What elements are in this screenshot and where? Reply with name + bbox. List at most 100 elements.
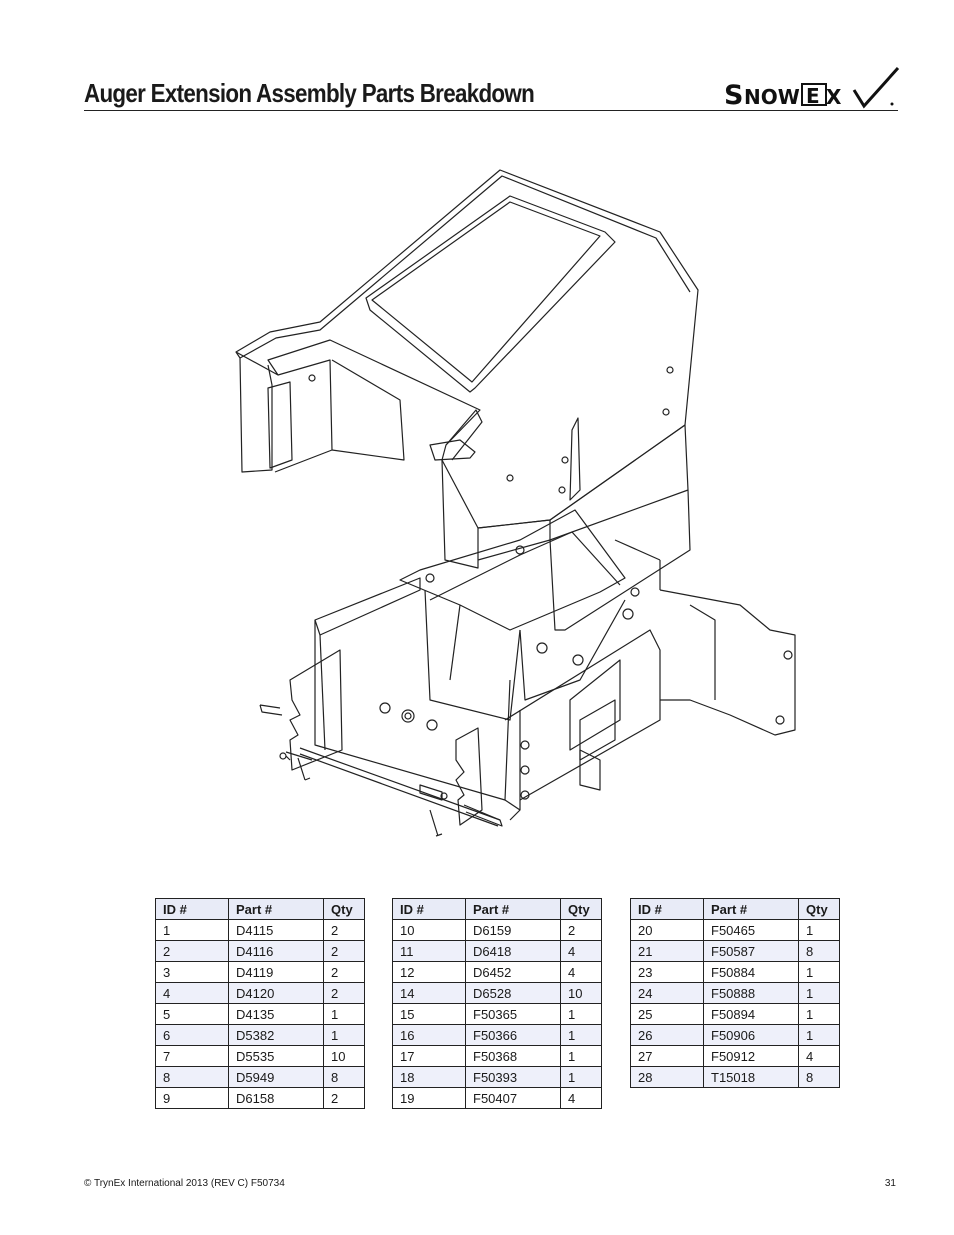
cell-part: D6528 bbox=[465, 982, 561, 1004]
cell-id: 26 bbox=[630, 1024, 704, 1046]
cell-qty: 2 bbox=[323, 961, 365, 983]
cell-qty: 1 bbox=[323, 1024, 365, 1046]
cell-id: 14 bbox=[392, 982, 466, 1004]
cell-qty: 2 bbox=[323, 1087, 365, 1109]
cell-qty: 1 bbox=[560, 1003, 602, 1025]
cell-part: F50407 bbox=[465, 1087, 561, 1109]
cell-qty: 1 bbox=[798, 982, 840, 1004]
table-header-row: ID # Part # Qty bbox=[392, 898, 602, 920]
cell-qty: 2 bbox=[323, 919, 365, 941]
cell-part: F50587 bbox=[703, 940, 799, 962]
cell-part: D4120 bbox=[228, 982, 324, 1004]
title-rule bbox=[84, 110, 898, 111]
cell-id: 11 bbox=[392, 940, 466, 962]
cell-part: F50393 bbox=[465, 1066, 561, 1088]
snowex-logo: S NOW E X bbox=[722, 64, 900, 110]
cell-part: F50894 bbox=[703, 1003, 799, 1025]
page-title: Auger Extension Assembly Parts Breakdown bbox=[84, 78, 535, 108]
cell-id: 2 bbox=[155, 940, 229, 962]
svg-text:E: E bbox=[806, 84, 820, 108]
column-header-qty: Qty bbox=[323, 898, 365, 920]
cell-id: 8 bbox=[155, 1066, 229, 1088]
cell-id: 21 bbox=[630, 940, 704, 962]
cell-part: D6452 bbox=[465, 961, 561, 983]
cell-qty: 4 bbox=[560, 940, 602, 962]
footer-copyright: © TrynEx International 2013 (REV C) F507… bbox=[84, 1178, 285, 1189]
page-number: 31 bbox=[884, 1178, 896, 1189]
cell-qty: 1 bbox=[323, 1003, 365, 1025]
cell-part: F50912 bbox=[703, 1045, 799, 1067]
column-header-part: Part # bbox=[465, 898, 561, 920]
hopper-cover bbox=[235, 169, 699, 631]
cell-qty: 8 bbox=[798, 940, 840, 962]
cell-part: D6418 bbox=[465, 940, 561, 962]
cell-part: F50884 bbox=[703, 961, 799, 983]
table-header-row: ID # Part # Qty bbox=[630, 898, 840, 920]
column-header-id: ID # bbox=[155, 898, 229, 920]
table-header-row: ID # Part # Qty bbox=[155, 898, 365, 920]
side-plates-and-rods bbox=[259, 649, 503, 837]
svg-text:S: S bbox=[724, 80, 743, 110]
cell-qty: 4 bbox=[560, 1087, 602, 1109]
cell-qty: 2 bbox=[323, 982, 365, 1004]
column-header-part: Part # bbox=[228, 898, 324, 920]
cell-part: D6159 bbox=[465, 919, 561, 941]
column-header-id: ID # bbox=[392, 898, 466, 920]
cell-qty: 1 bbox=[560, 1024, 602, 1046]
cell-part: F50465 bbox=[703, 919, 799, 941]
cell-part: D4115 bbox=[228, 919, 324, 941]
cell-part: F50368 bbox=[465, 1045, 561, 1067]
cell-qty: 1 bbox=[798, 961, 840, 983]
cell-qty: 1 bbox=[798, 1003, 840, 1025]
cell-id: 24 bbox=[630, 982, 704, 1004]
lower-frame bbox=[314, 539, 796, 821]
cell-id: 9 bbox=[155, 1087, 229, 1109]
cell-id: 18 bbox=[392, 1066, 466, 1088]
cell-part: D5535 bbox=[228, 1045, 324, 1067]
cell-id: 27 bbox=[630, 1045, 704, 1067]
cell-id: 12 bbox=[392, 961, 466, 983]
cell-part: D5382 bbox=[228, 1024, 324, 1046]
cell-id: 16 bbox=[392, 1024, 466, 1046]
cell-qty: 8 bbox=[323, 1066, 365, 1088]
cell-qty: 2 bbox=[323, 940, 365, 962]
cell-part: F50888 bbox=[703, 982, 799, 1004]
cell-id: 6 bbox=[155, 1024, 229, 1046]
cell-qty: 8 bbox=[798, 1066, 840, 1088]
cell-qty: 1 bbox=[560, 1066, 602, 1088]
cell-id: 28 bbox=[630, 1066, 704, 1088]
cell-qty: 4 bbox=[560, 961, 602, 983]
cell-part: F50365 bbox=[465, 1003, 561, 1025]
cell-id: 23 bbox=[630, 961, 704, 983]
svg-text:NOW: NOW bbox=[744, 85, 800, 109]
column-header-qty: Qty bbox=[560, 898, 602, 920]
auger-chute bbox=[399, 509, 640, 721]
cell-part: D6158 bbox=[228, 1087, 324, 1109]
column-header-id: ID # bbox=[630, 898, 704, 920]
cell-qty: 1 bbox=[798, 1024, 840, 1046]
logo-checkmark-icon: S NOW E X bbox=[724, 66, 900, 110]
cell-id: 19 bbox=[392, 1087, 466, 1109]
cell-id: 4 bbox=[155, 982, 229, 1004]
